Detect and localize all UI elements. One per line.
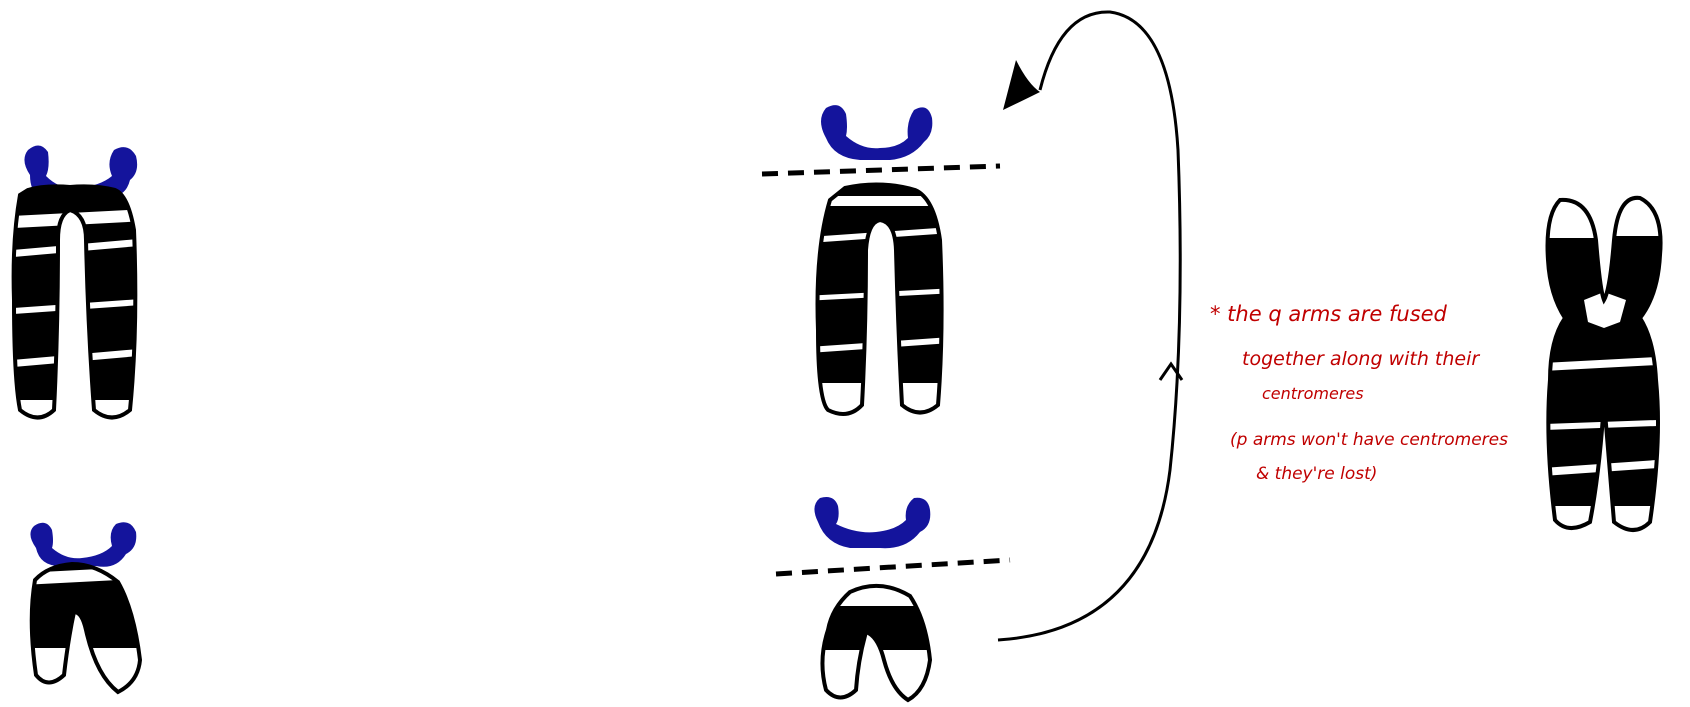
annotation-line-2: together along with their [1242,350,1479,369]
chromosome-b [20,522,150,700]
arrowhead-icon [1003,60,1040,110]
p-arm-c-detached [821,105,932,160]
fusion-arrow [998,12,1182,640]
annotation-line-3: centromeres [1262,386,1364,402]
break-line-d [776,560,1010,574]
fused-chromosome [1540,190,1680,540]
chromosome-d [776,497,1010,707]
annotation-line-1: * the q arms are fused [1210,304,1447,325]
p-arm-b [30,522,136,567]
annotation-line-4: (p arms won't have centromeres [1230,432,1508,449]
chromosome-c [762,105,1000,425]
p-arm-d-detached [814,497,930,548]
break-line-c [762,166,1000,174]
annotation-line-5: & they're lost) [1256,466,1377,483]
chromosome-a [10,145,140,430]
